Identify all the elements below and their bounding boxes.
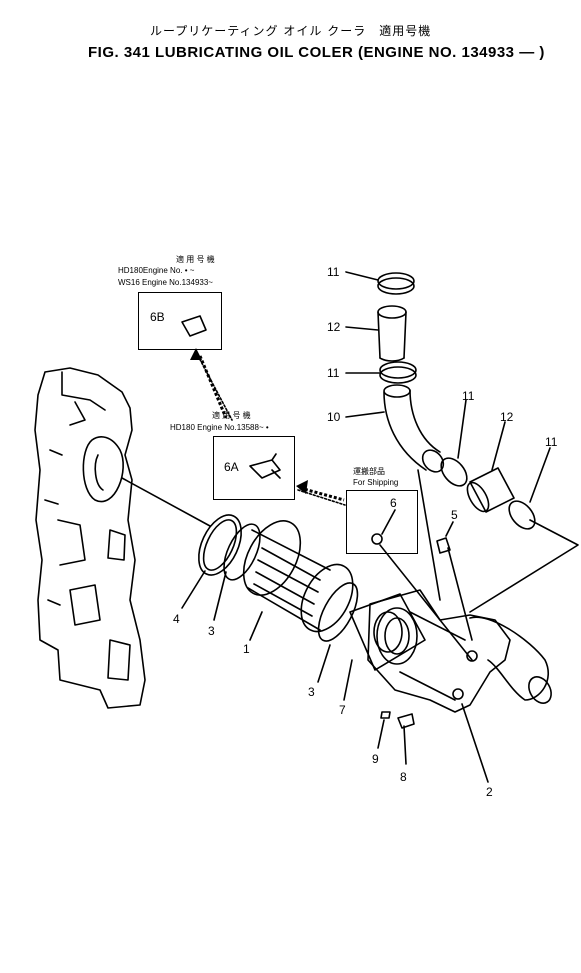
callout-3-right: 3 [308, 685, 315, 699]
callout-12-right: 12 [500, 410, 514, 424]
callout-5: 5 [451, 508, 458, 522]
box-6a-line1: HD180 Engine No.13588~ • [170, 423, 269, 432]
callout-6a: 6A [224, 460, 239, 474]
callout-9: 9 [372, 752, 379, 766]
title-japanese: ループリケーティング オイル クーラ 適用号機 [150, 24, 432, 38]
callout-6b: 6B [150, 310, 165, 324]
figure-title: FIG. 341 LUBRICATING OIL COLER (ENGINE N… [88, 44, 545, 61]
callout-7: 7 [339, 703, 346, 717]
engine-block [34, 367, 146, 709]
callout-12-top: 12 [327, 320, 341, 334]
elbow-pipe [383, 384, 445, 473]
callout-1: 1 [243, 642, 250, 656]
callout-2: 2 [486, 785, 493, 799]
oil-cooler-case [367, 589, 552, 713]
inset-box-6b [138, 292, 222, 350]
oil-cooler-element [242, 520, 354, 633]
box-6b-line2: WS16 Engine No.134933~ [118, 278, 213, 287]
callout-11-third: 11 [462, 389, 475, 403]
box-6a-header: 適 用 号 機 [212, 411, 251, 420]
callout-10: 10 [327, 410, 341, 424]
callout-8: 8 [400, 770, 407, 784]
box-6b-header: 適 用 号 機 [176, 255, 215, 264]
box-6-header: 運搬部品 [353, 467, 385, 476]
box-6b-line1: HD180Engine No. • ~ [118, 266, 195, 275]
inset-box-6a [213, 436, 295, 500]
callout-11-second: 11 [327, 366, 340, 380]
callout-4: 4 [173, 612, 180, 626]
hose-clamp-top [377, 272, 415, 295]
hose-top [377, 305, 407, 362]
gasket-7 [349, 593, 426, 671]
hose-right [466, 467, 515, 513]
callout-6: 6 [390, 496, 397, 510]
callout-11-top: 11 [327, 265, 340, 279]
o-ring-4 [198, 514, 242, 576]
inset-box-6 [346, 490, 418, 554]
callout-3-left: 3 [208, 624, 215, 638]
callout-11-right: 11 [545, 435, 558, 449]
box-6-line1: For Shipping [353, 478, 399, 487]
